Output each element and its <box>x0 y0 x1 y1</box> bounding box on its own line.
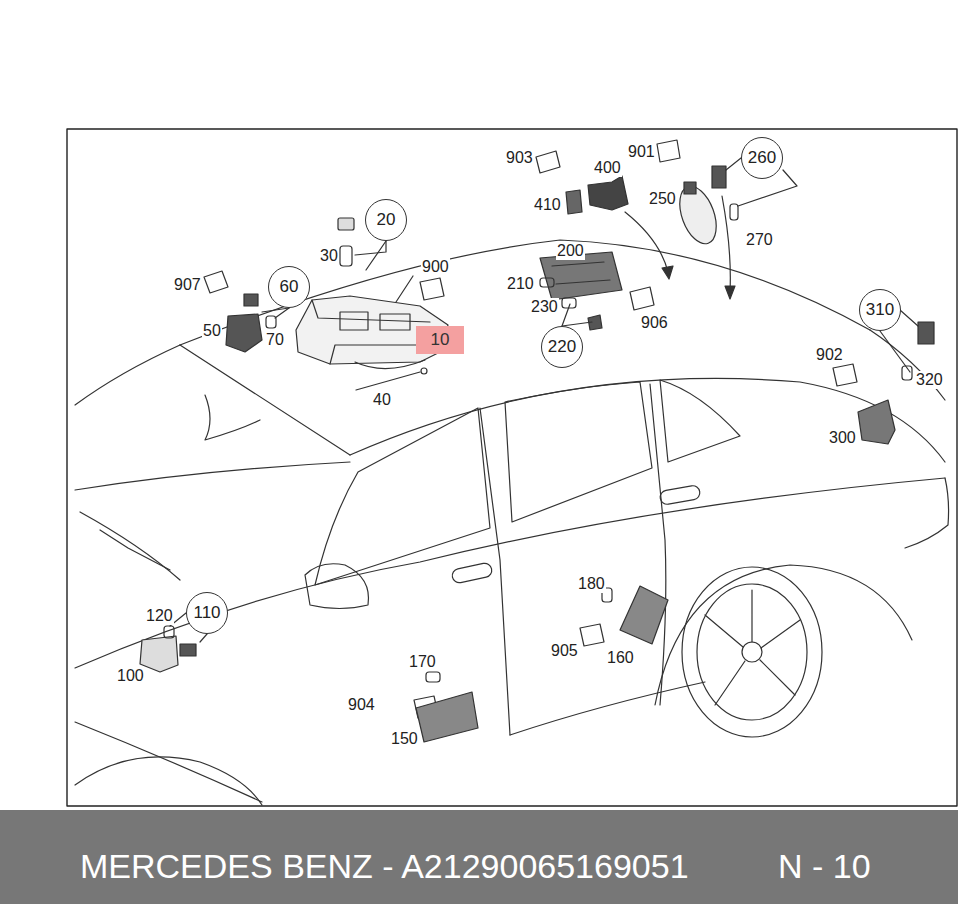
part-number: 200 <box>556 242 585 260</box>
part-number: 230 <box>530 298 559 316</box>
part-number: 120 <box>145 607 174 625</box>
part-number: 902 <box>815 346 844 364</box>
footer-text: N - 10 <box>778 846 871 886</box>
part-number: 907 <box>173 276 202 294</box>
part-number: 30 <box>319 247 339 265</box>
part-number: 250 <box>648 190 677 208</box>
part-number: 50 <box>202 322 222 340</box>
highlight-box: 10 <box>416 326 464 354</box>
part-number: 904 <box>347 696 376 714</box>
footer-band: MERCEDES BENZ - A21290065169051 N - 10 <box>0 810 958 904</box>
part-number: 70 <box>265 331 285 349</box>
part-number: 160 <box>606 649 635 667</box>
callout-circle: 110 <box>186 592 228 634</box>
callout-circle: 20 <box>365 199 407 241</box>
part-number: 40 <box>372 391 392 409</box>
part-number: 320 <box>915 371 944 389</box>
part-number: 903 <box>505 149 534 167</box>
footer-text: MERCEDES BENZ - A21290065169051 <box>80 846 689 886</box>
part-number: 905 <box>550 642 579 660</box>
part-number: 300 <box>828 429 857 447</box>
callout-number: 10 <box>431 330 450 350</box>
callout-number: 220 <box>548 337 576 357</box>
callout-circle: 220 <box>541 326 583 368</box>
part-number: 901 <box>627 143 656 161</box>
part-number: 410 <box>533 196 562 214</box>
part-number: 170 <box>408 653 437 671</box>
part-number: 210 <box>506 275 535 293</box>
callout-number: 260 <box>748 148 776 168</box>
part-number: 180 <box>577 575 606 593</box>
part-number: 100 <box>116 667 145 685</box>
callout-number: 110 <box>193 603 220 623</box>
part-number: 150 <box>390 730 419 748</box>
part-number: 906 <box>640 314 669 332</box>
part-number: 270 <box>745 231 774 249</box>
callout-number: 60 <box>280 277 299 297</box>
part-number: 400 <box>593 159 622 177</box>
callout-circle: 260 <box>741 137 783 179</box>
callout-number: 310 <box>866 300 894 320</box>
part-number: 900 <box>421 258 450 276</box>
callout-circle: 310 <box>859 289 901 331</box>
callout-number: 20 <box>377 210 396 230</box>
callout-circle: 60 <box>268 266 310 308</box>
